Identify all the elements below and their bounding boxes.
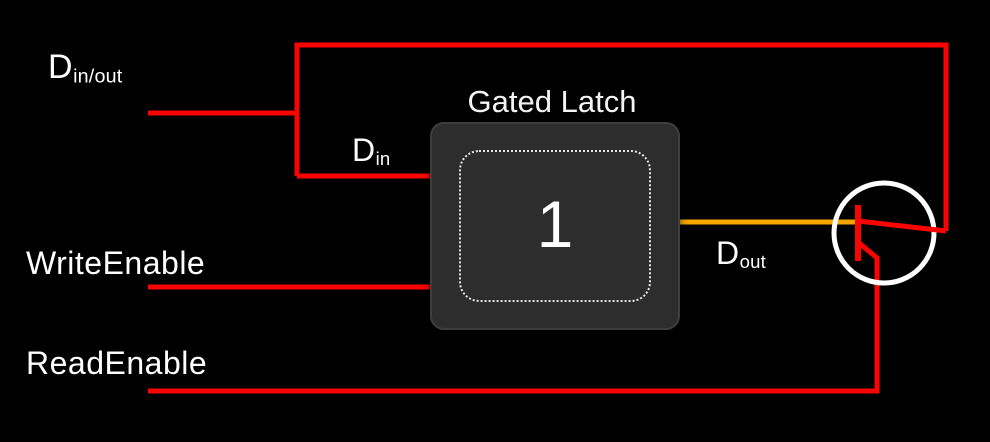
latch-value: 1: [536, 187, 574, 261]
dout-label-base: D: [716, 235, 740, 271]
read-enable-label: ReadEnable: [26, 345, 208, 381]
latch-title: Gated Latch: [467, 84, 637, 119]
latch-state-frame: 1: [459, 150, 651, 302]
din-out-label: Din/out: [48, 50, 122, 87]
gated-latch-box: 1: [430, 122, 680, 330]
din-label-base: D: [352, 132, 376, 168]
din-out-label-base: D: [48, 48, 74, 86]
din-out-label-sub: in/out: [73, 65, 123, 88]
dout-label-sub: out: [739, 251, 766, 273]
read-enable-wire: [148, 256, 880, 394]
transistor-circle: [831, 180, 937, 286]
transistor-collector: [857, 218, 947, 234]
write-enable-label: WriteEnable: [26, 245, 206, 281]
din-label-sub: in: [375, 148, 391, 170]
transistor-emitter: [856, 240, 879, 260]
feedback-wire: [294, 42, 949, 231]
din-label: Din: [352, 134, 390, 169]
dout-label: Dout: [716, 237, 766, 272]
